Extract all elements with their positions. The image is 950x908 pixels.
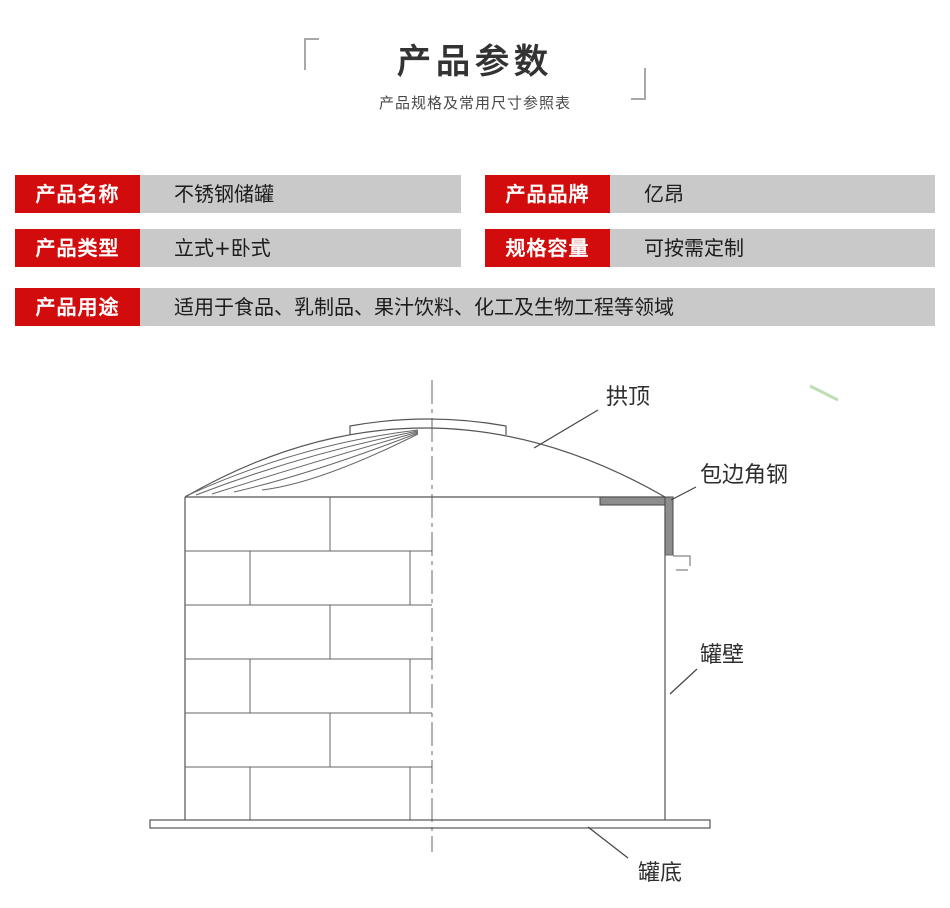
page-title: 产品参数 <box>397 42 553 82</box>
param-table: 产品名称 不锈钢储罐 产品品牌 亿昂 产品类型 立式+卧式 规格容量 可按需定制… <box>15 175 935 326</box>
param-value-product-name: 不锈钢储罐 <box>140 175 461 213</box>
bracket-left-decoration <box>304 38 319 70</box>
dome-gore-lines <box>185 429 419 497</box>
leader-lines <box>533 409 698 859</box>
param-label-brand: 产品品牌 <box>485 175 610 213</box>
label-tank-wall: 罐壁 <box>700 643 744 668</box>
param-label-capacity: 规格容量 <box>485 229 610 267</box>
param-row: 产品类型 立式+卧式 规格容量 可按需定制 <box>15 229 935 267</box>
param-value-usage: 适用于食品、乳制品、果汁饮料、化工及生物工程等领域 <box>140 288 935 326</box>
param-value-capacity: 可按需定制 <box>610 229 935 267</box>
title-box: 产品参数 产品规格及常用尺寸参照表 <box>304 36 646 115</box>
edge-angle-steel <box>599 496 691 571</box>
dome-arc <box>184 427 666 498</box>
base-plate <box>149 819 711 829</box>
param-row-usage: 产品用途 适用于食品、乳制品、果汁饮料、化工及生物工程等领域 <box>15 288 935 326</box>
tank-diagram: 拱顶 包边角钢 罐壁 罐底 <box>0 360 950 908</box>
dome-cap <box>349 418 507 435</box>
bracket-right-decoration <box>631 68 646 100</box>
label-dome-roof: 拱顶 <box>606 385 650 410</box>
page-subtitle: 产品规格及常用尺寸参照表 <box>378 93 571 112</box>
param-value-brand: 亿昂 <box>610 175 935 213</box>
param-row: 产品名称 不锈钢储罐 产品品牌 亿昂 <box>15 175 935 213</box>
param-label-product-name: 产品名称 <box>15 175 140 213</box>
label-edge-angle: 包边角钢 <box>700 463 788 488</box>
param-label-usage: 产品用途 <box>15 288 140 326</box>
column-gap <box>461 175 485 213</box>
section-header: 产品参数 产品规格及常用尺寸参照表 <box>0 36 950 115</box>
watermark-mark <box>809 384 839 402</box>
brick-pattern <box>185 497 432 820</box>
tank-drawing: 拱顶 包边角钢 罐壁 罐底 <box>149 380 839 886</box>
param-label-type: 产品类型 <box>15 229 140 267</box>
label-tank-bottom: 罐底 <box>638 861 682 886</box>
param-value-type: 立式+卧式 <box>140 229 461 267</box>
column-gap <box>461 229 485 267</box>
